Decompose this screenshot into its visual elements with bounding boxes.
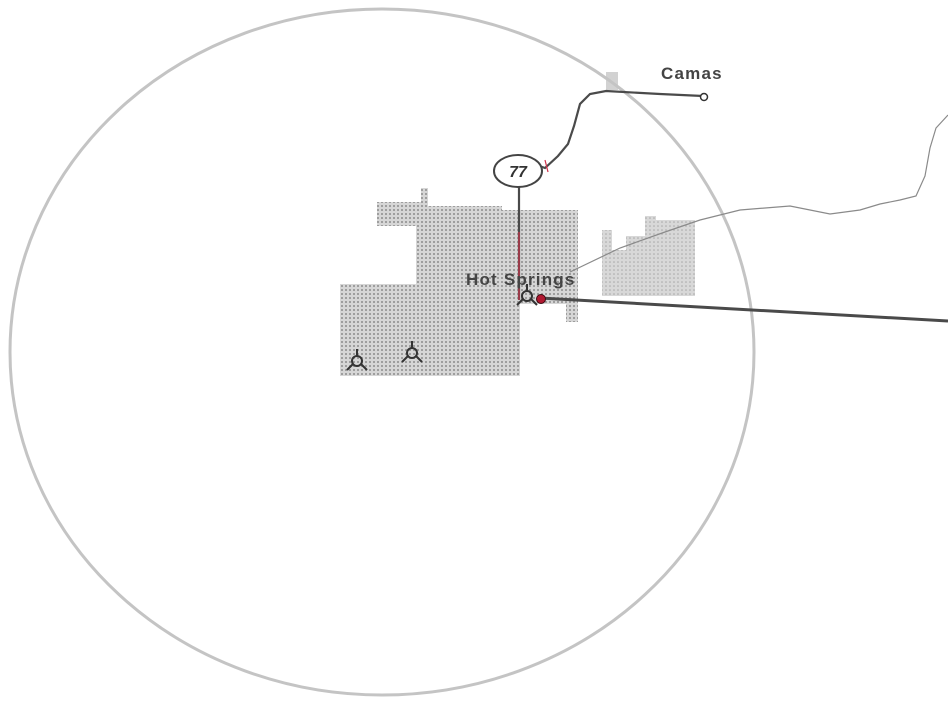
place-label-hot-springs: Hot Springs xyxy=(466,270,576,289)
minor-road xyxy=(569,114,948,273)
radius-circle xyxy=(8,7,756,697)
tower-icon xyxy=(346,349,368,371)
tower-icon xyxy=(516,284,538,306)
highway-east xyxy=(539,296,948,323)
site-marker-icon xyxy=(536,294,546,304)
route-77-shield: 77 xyxy=(493,154,543,188)
highlight-line-tick xyxy=(544,159,549,173)
tower-icon xyxy=(401,341,423,363)
route-shield-label: 77 xyxy=(509,164,528,181)
town-point-icon xyxy=(699,92,709,102)
place-label-camas: Camas xyxy=(661,64,723,83)
